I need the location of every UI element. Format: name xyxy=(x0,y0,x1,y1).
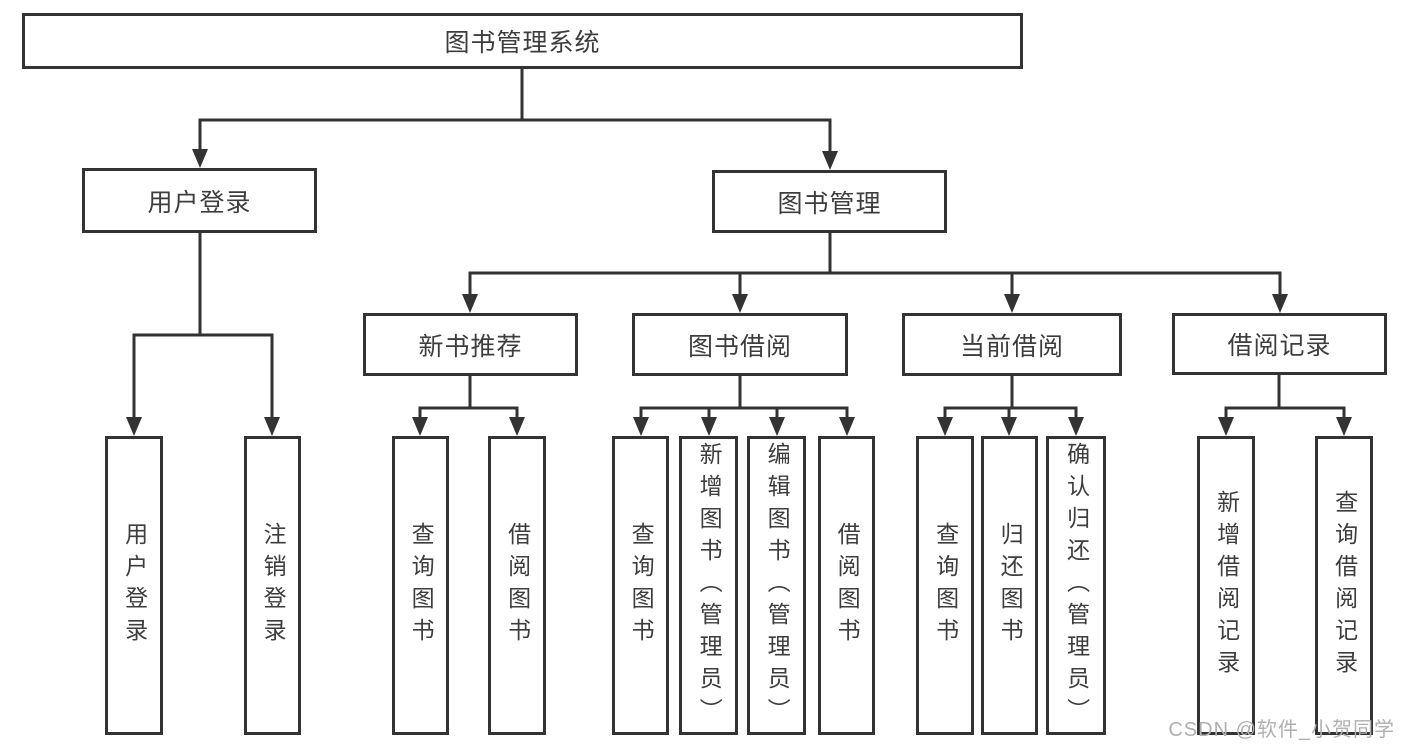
leaf-borrow-books: 借阅图书 xyxy=(818,436,875,735)
node-book-management: 图书管理 xyxy=(712,170,947,233)
leaf-user-login: 用户登录 xyxy=(105,436,163,735)
leaf-add-borrow-record: 新增借阅记录 xyxy=(1197,436,1255,735)
leaf-edit-book-admin: 编辑图书（管理员） xyxy=(747,436,806,735)
leaf-query-books-current: 查询图书 xyxy=(916,436,974,735)
leaf-borrow-books-recommend: 借阅图书 xyxy=(488,436,546,735)
leaf-query-books-current-label: 查询图书 xyxy=(932,521,959,650)
node-current-borrowing-label: 当前借阅 xyxy=(959,332,1064,361)
leaf-confirm-return-admin: 确认归还（管理员） xyxy=(1046,436,1106,735)
leaf-logout: 注销登录 xyxy=(244,436,301,735)
leaf-user-login-label: 用户登录 xyxy=(121,521,148,650)
leaf-query-borrow-record-label: 查询借阅记录 xyxy=(1331,489,1358,682)
leaf-add-book-admin-label: 新增图书（管理员） xyxy=(696,441,723,730)
leaf-logout-label: 注销登录 xyxy=(260,521,287,650)
node-library-system: 图书管理系统 xyxy=(22,13,1023,69)
leaf-add-book-admin: 新增图书（管理员） xyxy=(679,436,738,735)
node-user-login: 用户登录 xyxy=(82,168,317,233)
leaf-edit-book-admin-label: 编辑图书（管理员） xyxy=(764,441,791,730)
csdn-watermark: CSDN @软件_小贺同学 xyxy=(1168,719,1395,741)
leaf-query-borrow-record: 查询借阅记录 xyxy=(1315,436,1373,735)
node-library-system-label: 图书管理系统 xyxy=(444,29,601,57)
leaf-query-books-borrow: 查询图书 xyxy=(612,436,669,735)
node-new-book-recommendation: 新书推荐 xyxy=(363,313,578,376)
node-borrowing-records-label: 借阅记录 xyxy=(1227,332,1332,360)
leaf-return-book-label: 归还图书 xyxy=(997,521,1024,650)
leaf-return-book: 归还图书 xyxy=(981,436,1038,735)
leaf-borrow-books-recommend-label: 借阅图书 xyxy=(504,521,531,650)
node-user-login-label: 用户登录 xyxy=(147,188,252,217)
leaf-query-books-recommend: 查询图书 xyxy=(392,436,449,735)
leaf-borrow-books-label: 借阅图书 xyxy=(834,521,861,650)
node-new-book-recommendation-label: 新书推荐 xyxy=(418,332,523,361)
leaf-add-borrow-record-label: 新增借阅记录 xyxy=(1213,489,1240,682)
leaf-query-books-recommend-label: 查询图书 xyxy=(408,521,435,650)
leaf-query-books-borrow-label: 查询图书 xyxy=(628,521,655,650)
node-current-borrowing: 当前借阅 xyxy=(902,313,1122,376)
node-borrowing-records: 借阅记录 xyxy=(1172,313,1387,375)
node-book-borrowing: 图书借阅 xyxy=(632,313,848,376)
node-book-management-label: 图书管理 xyxy=(777,189,882,218)
node-book-borrowing-label: 图书借阅 xyxy=(687,332,792,361)
leaf-confirm-return-admin-label: 确认归还（管理员） xyxy=(1063,441,1090,730)
